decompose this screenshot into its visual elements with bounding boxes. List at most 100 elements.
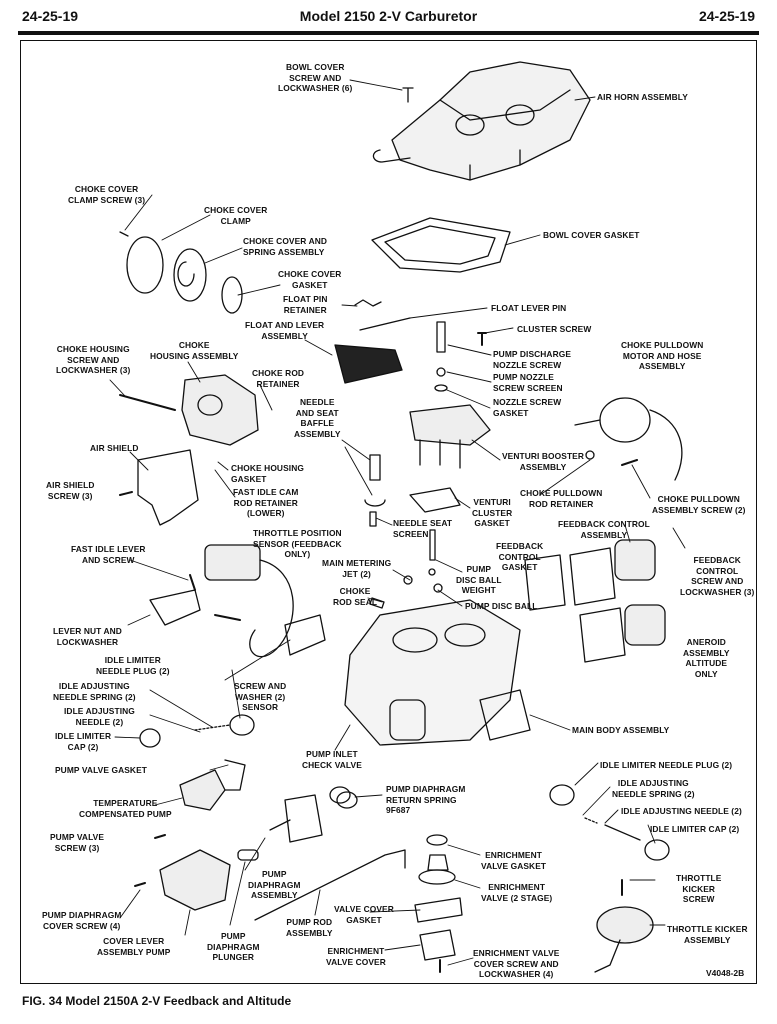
float-pin-retainer-part: [354, 299, 382, 307]
fast-idle-lever-part: [149, 589, 201, 626]
air-shield-part: [137, 449, 199, 526]
figure-frame: [20, 40, 757, 984]
sensor-screw-part: [214, 614, 241, 621]
main-body-part: [344, 599, 531, 746]
page-number-left: 24-25-19: [22, 8, 79, 24]
cluster-screw-part: [477, 332, 487, 346]
feedback-control-part: [524, 539, 666, 663]
label-air-horn-assembly: AIR HORN ASSEMBLY: [597, 92, 688, 102]
temperature-pump-part: [154, 759, 246, 839]
bowl-cover-screw-part: [402, 87, 414, 103]
label-main-body-assembly: MAIN BODY ASSEMBLY: [572, 725, 670, 735]
page-title: Model 2150 2-V Carburetor: [299, 8, 478, 24]
figure-code: V4048-2B: [706, 968, 745, 978]
pump-cover-part: [159, 849, 231, 911]
page-number-right: 24-25-19: [698, 8, 755, 24]
label-pump-disc-ball: PUMP DISC BALL: [465, 601, 538, 611]
label-idle-limiter-plug-right: IDLE LIMITER NEEDLE PLUG (2): [600, 760, 733, 770]
label-float-lever-pin: FLOAT LEVER PIN: [491, 303, 567, 313]
float-part: [334, 344, 403, 384]
label-air-shield: AIR SHIELD: [90, 443, 139, 453]
figure-caption: FIG. 34 Model 2150A 2-V Feedback and Alt…: [22, 994, 292, 1008]
enrichment-valve-part: [414, 834, 463, 973]
idle-needles-left-part: [139, 714, 255, 748]
tps-part: [204, 544, 326, 658]
label-pump-valve-gasket: PUMP VALVE GASKET: [55, 765, 147, 775]
leader-lines: [109, 79, 686, 966]
float-lever-pin-part: [359, 317, 411, 331]
label-bowl-cover-gasket: BOWL COVER GASKET: [543, 230, 640, 240]
label-idle-adjusting-needle-right: IDLE ADJUSTING NEEDLE (2): [621, 806, 742, 816]
header-rule: [18, 31, 759, 35]
idle-needles-right-part: [549, 784, 670, 861]
throttle-kicker-part: [594, 879, 654, 973]
bowl-cover-gasket-part: [371, 217, 511, 273]
page-header: 24-25-19 Model 2150 2-V Carburetor 24-25…: [0, 0, 777, 38]
choke-cover-part: [119, 231, 243, 314]
choke-housing-part: [119, 374, 259, 446]
pump-rod-part: [254, 849, 406, 921]
metering-jets-part: [369, 529, 443, 609]
needle-seat-part: [364, 454, 386, 527]
label-cluster-screw: CLUSTER SCREW: [517, 324, 592, 334]
air-horn-part: [372, 61, 591, 181]
choke-pulldown-part: [574, 397, 683, 481]
label-idle-limiter-cap-right: IDLE LIMITER CAP (2): [650, 824, 740, 834]
venturi-cluster-part: [409, 321, 491, 513]
